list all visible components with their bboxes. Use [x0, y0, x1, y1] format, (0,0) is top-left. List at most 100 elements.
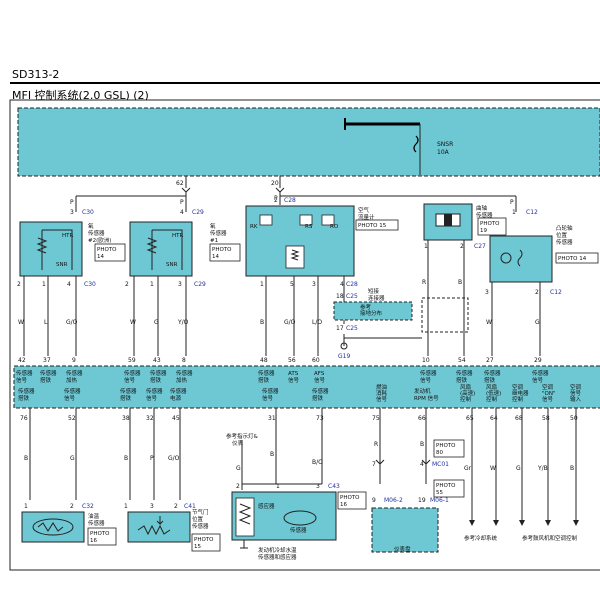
- o2-2-snr: SNR: [56, 262, 68, 268]
- svg-text:G: G: [236, 465, 241, 472]
- svg-text:P: P: [150, 455, 154, 462]
- svg-text:1: 1: [42, 281, 46, 288]
- svg-text:45: 45: [172, 415, 180, 422]
- svg-text:37: 37: [43, 357, 51, 364]
- svg-text:1: 1: [260, 281, 264, 288]
- svg-text:1: 1: [150, 281, 154, 288]
- svg-text:29: 29: [534, 357, 542, 364]
- svg-text:C32: C32: [82, 503, 94, 510]
- svg-text:空调继电器控制: 空调继电器控制: [512, 383, 529, 403]
- svg-text:G/O: G/O: [168, 455, 180, 462]
- svg-text:传感器搭铁: 传感器搭铁: [456, 369, 473, 384]
- svg-text:38: 38: [122, 415, 130, 422]
- svg-text:B: B: [124, 455, 128, 462]
- block-pin-right: 20: [271, 180, 279, 187]
- svg-text:R: R: [422, 279, 426, 286]
- maf-connector: C28: [284, 197, 296, 204]
- svg-text:52: 52: [68, 415, 76, 422]
- wire-p-3: P: [274, 195, 278, 202]
- svg-text:58: 58: [542, 415, 550, 422]
- svg-text:56: 56: [288, 357, 296, 364]
- svg-text:传感器搭铁: 传感器搭铁: [258, 369, 275, 384]
- maf-rk: RK: [250, 224, 258, 230]
- svg-text:4: 4: [67, 281, 71, 288]
- svg-text:43: 43: [153, 357, 161, 364]
- page-title: MFI 控制系统(2.0 GSL) (2): [12, 89, 149, 102]
- fuse-name: SNSR: [437, 141, 453, 148]
- svg-text:C29: C29: [194, 281, 206, 288]
- shield-label: 短接连接器: [368, 287, 385, 302]
- svg-text:48: 48: [260, 357, 268, 364]
- o2-1-label: 氧传感器#1: [210, 222, 227, 244]
- svg-text:传感器加热: 传感器加热: [66, 369, 83, 384]
- svg-text:18: 18: [336, 293, 344, 300]
- svg-text:空调"ON"信号: 空调"ON"信号: [542, 383, 556, 403]
- svg-text:传感器搭铁: 传感器搭铁: [40, 369, 57, 384]
- svg-text:2: 2: [174, 503, 178, 510]
- svg-text:C25: C25: [346, 325, 358, 332]
- crank-photo: [477, 217, 507, 236]
- svg-text:1: 1: [276, 483, 280, 490]
- oil-temp-photo: [87, 527, 117, 546]
- svg-text:W: W: [130, 319, 136, 326]
- wire-p-2: P: [180, 199, 184, 206]
- svg-text:L/O: L/O: [312, 319, 322, 326]
- block-pin-left: 62: [176, 180, 184, 187]
- svg-text:65: 65: [466, 415, 474, 422]
- maf-photo: [355, 219, 399, 231]
- svg-text:B: B: [458, 279, 462, 286]
- svg-text:传感器搭铁: 传感器搭铁: [18, 387, 35, 402]
- svg-text:G: G: [70, 455, 75, 462]
- svg-text:W: W: [490, 465, 496, 472]
- ect-photo: [337, 491, 367, 510]
- svg-text:G/O: G/O: [66, 319, 78, 326]
- svg-text:传感器信号: 传感器信号: [532, 369, 549, 384]
- svg-text:2: 2: [17, 281, 21, 288]
- svg-text:2: 2: [236, 483, 240, 490]
- svg-text:19: 19: [418, 497, 426, 504]
- o2-2-pin-top: 3: [70, 209, 74, 216]
- cam-connector: C12: [526, 209, 538, 216]
- o2-1-photo: [209, 243, 241, 262]
- fuse-rating: 10A: [437, 149, 450, 156]
- svg-text:3: 3: [485, 289, 489, 296]
- wire-p-4: P: [510, 199, 514, 206]
- maf-ro: RO: [330, 224, 339, 230]
- svg-text:5: 5: [290, 281, 294, 288]
- ref-ac: 参考鼓风机和空调控制: [522, 534, 578, 542]
- svg-text:73: 73: [316, 415, 324, 422]
- svg-text:9: 9: [72, 357, 76, 364]
- svg-text:传感器电源: 传感器电源: [170, 387, 187, 402]
- svg-text:风扇(低速)控制: 风扇(低速)控制: [486, 383, 501, 403]
- svg-text:传感器信号: 传感器信号: [146, 387, 163, 402]
- svg-text:M06-1: M06-1: [430, 497, 449, 504]
- svg-text:27: 27: [486, 357, 494, 364]
- svg-text:75: 75: [372, 415, 380, 422]
- svg-text:9: 9: [372, 497, 376, 504]
- svg-text:C12: C12: [550, 289, 562, 296]
- svg-text:2: 2: [535, 289, 539, 296]
- ground-g19: G19: [338, 353, 350, 360]
- svg-text:PHOTO 15: PHOTO 15: [358, 223, 387, 229]
- svg-text:42: 42: [18, 357, 26, 364]
- shield-connector: [333, 301, 413, 321]
- o2-2-photo: [94, 243, 126, 262]
- cam-sensor: [489, 235, 553, 283]
- svg-text:MC01: MC01: [432, 461, 449, 468]
- power-block: [17, 107, 600, 177]
- svg-text:3: 3: [150, 503, 154, 510]
- o2-1-pin-top: 4: [180, 209, 184, 216]
- svg-text:2: 2: [125, 281, 129, 288]
- svg-text:2: 2: [460, 243, 464, 250]
- lower-wires: [29, 408, 577, 520]
- cam-photo: [555, 252, 599, 264]
